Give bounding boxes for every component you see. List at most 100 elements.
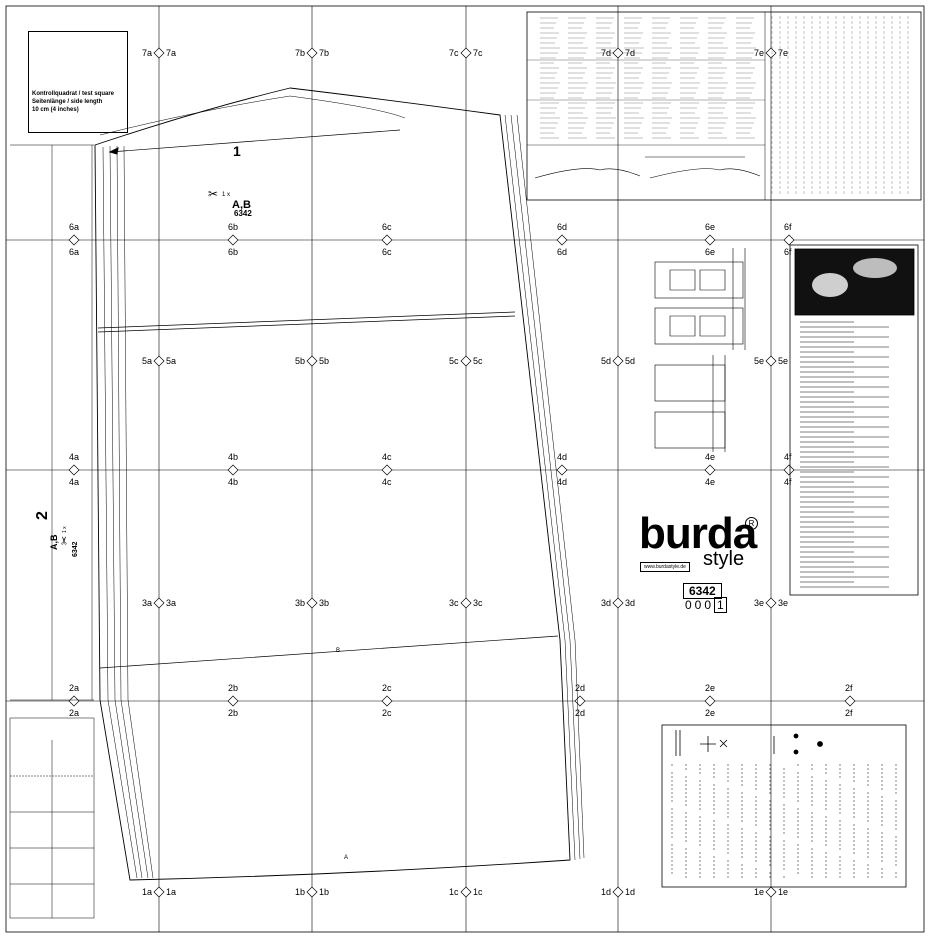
grid-label: 2d: [575, 683, 586, 693]
grid-label: 1b: [295, 887, 306, 897]
grid-label: 6a: [69, 247, 80, 257]
piece1-views: A,B: [232, 199, 251, 211]
piece1-model: 6342: [234, 209, 252, 218]
grid-marker-diamond: [153, 886, 165, 898]
grid-marker-diamond: [765, 47, 777, 59]
grid-label: 7e: [754, 48, 765, 58]
sheet-index: 1: [714, 597, 727, 613]
grid-marker-diamond: [306, 886, 318, 898]
grid-label: 1c: [449, 887, 459, 897]
grid-marker-diamond: [556, 464, 568, 476]
grid-label: 2b: [228, 683, 239, 693]
test-square-side-label: Seitenlänge / side length: [32, 99, 103, 105]
grid-marker-diamond: [306, 47, 318, 59]
piece2-label: 2: [34, 511, 52, 520]
grid-label: 3d: [601, 598, 612, 608]
grid-label: 2f: [845, 683, 853, 693]
grid-label: 1e: [754, 887, 765, 897]
grid-marker-diamond: [765, 355, 777, 367]
grid-marker-diamond: [460, 47, 472, 59]
grid-label: 2c: [382, 683, 392, 693]
grid-marker-diamond: [306, 355, 318, 367]
grid-label: 4b: [228, 452, 239, 462]
grid-label: 2d: [575, 708, 586, 718]
grid-label: 6c: [382, 247, 392, 257]
grid-label: 2f: [845, 708, 853, 718]
grid-label: 7c: [449, 48, 459, 58]
grid-marker-diamond: [227, 464, 239, 476]
grid-label: 5a: [142, 356, 153, 366]
grid-marker-diamond: [153, 597, 165, 609]
grid-label: 5b: [319, 356, 330, 366]
grid-marker-diamond: [68, 695, 80, 707]
grid-marker-diamond: [68, 464, 80, 476]
scissors-icon: ✂: [208, 187, 219, 201]
grid-label: 7e: [778, 48, 789, 58]
grid-label: 3d: [625, 598, 636, 608]
grid-label: 3e: [754, 598, 765, 608]
grid-marker-diamond: [783, 234, 795, 246]
grid-marker-diamond: [381, 695, 393, 707]
grid-marker-diamond: [460, 597, 472, 609]
grid-label: 6e: [705, 222, 716, 232]
left-strip: [9, 144, 95, 919]
grid-label: 2c: [382, 708, 392, 718]
brand-logo: burda: [639, 509, 757, 558]
grid-label: 1b: [319, 887, 330, 897]
grid-label: 4f: [784, 477, 792, 487]
grid-label: 3c: [473, 598, 483, 608]
grid-label: 3a: [166, 598, 177, 608]
grid-marker-diamond: [574, 695, 586, 707]
grid-label: 7c: [473, 48, 483, 58]
grid-label: 6d: [557, 247, 568, 257]
grid-marker-diamond: [612, 47, 624, 59]
grid-label: 1e: [778, 887, 789, 897]
grid-marker-diamond: [153, 355, 165, 367]
hem-label-b: B: [336, 648, 341, 654]
test-square: [28, 31, 128, 133]
grid-label: 5b: [295, 356, 306, 366]
test-square-size: 10 cm (4 inches): [32, 107, 79, 113]
grid-label: 6b: [228, 222, 239, 232]
grid-label: 7d: [601, 48, 612, 58]
grid-marker-diamond: [612, 355, 624, 367]
size-chart: [526, 11, 922, 201]
grid-label: 7b: [295, 48, 306, 58]
grid-marker-diamond: [306, 597, 318, 609]
grid-label: 1d: [625, 887, 636, 897]
grid-label: 7a: [166, 48, 177, 58]
grid-label: 6d: [557, 222, 568, 232]
grid-label: 3a: [142, 598, 153, 608]
grid-marker-diamond: [612, 597, 624, 609]
instructions-panel: [789, 244, 919, 596]
grid-label: 4c: [382, 477, 392, 487]
grid-label: 3b: [319, 598, 330, 608]
grid-marker-diamond: [227, 695, 239, 707]
grid-marker-diamond: [612, 886, 624, 898]
grid-label: 5a: [166, 356, 177, 366]
grid-label: 5e: [754, 356, 765, 366]
grid-label: 2e: [705, 683, 716, 693]
grid-marker-diamond: [381, 234, 393, 246]
grid-marker-diamond: [153, 47, 165, 59]
model-number: 6342: [683, 583, 722, 599]
grid-marker-diamond: [227, 234, 239, 246]
grid-label: 4c: [382, 452, 392, 462]
sheet-prefix: 000: [685, 598, 715, 612]
scissors-icon: ✂: [59, 535, 71, 545]
grid-label: 1a: [166, 887, 177, 897]
piece2-model: 6342: [72, 541, 79, 557]
hem-label-a: A: [344, 855, 349, 861]
grid-label: 4a: [69, 452, 80, 462]
grid-label: 4e: [705, 477, 716, 487]
grid-marker-diamond: [460, 355, 472, 367]
grid-label: 6c: [382, 222, 392, 232]
grid-label: 6e: [705, 247, 716, 257]
grid-label: 3b: [295, 598, 306, 608]
grid-label: 3c: [449, 598, 459, 608]
grid-label: 2b: [228, 708, 239, 718]
grid-marker-diamond: [844, 695, 856, 707]
grid-label: 1c: [473, 887, 483, 897]
symbols-legend: [661, 724, 907, 888]
